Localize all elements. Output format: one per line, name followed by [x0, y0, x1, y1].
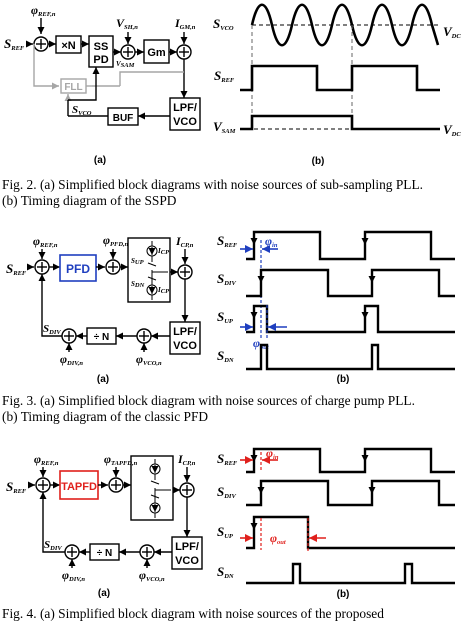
fig4b-s-div-label: SDIV: [217, 484, 236, 500]
fig2a-sspd-line2: PD: [93, 54, 108, 66]
fig4b-phi-out-label: φout: [270, 531, 286, 546]
fig3b-s-up-label: SUP: [217, 309, 234, 325]
fig4b-s-ref-label: SREF: [217, 451, 238, 467]
fig2a-s-ref-label: SREF: [4, 36, 25, 52]
fig4a-divider-text: ÷ N: [97, 548, 113, 559]
fig4a-i-cp-label: ICP,n: [177, 452, 196, 467]
fig2b-v-sam-waveform: [240, 114, 440, 131]
fig3a-lpf-text: LPF/: [173, 326, 197, 338]
fig3-caption-line2: (b) Timing diagram of the classic PFD: [2, 409, 209, 424]
fig3b-s-up-waveform: [246, 304, 455, 334]
fig3-block-diagram: φREF,n SREF PFD φPFD,n SUP SDN ICP ICP I…: [6, 233, 201, 385]
fig3a-phi-pfd-label: φPFD,n: [103, 233, 129, 248]
fig2b-v-sam-label: VSAM: [213, 119, 236, 135]
fig4a-phi-div-label: φDIV,n: [62, 568, 85, 583]
fig2a-v-sam-label: VSAM: [116, 60, 135, 69]
fig3b-phi-in-label: φin: [265, 234, 278, 249]
fig3a-pfd-text: PFD: [66, 262, 90, 276]
fig3a-i-cp-top-label: ICP: [157, 247, 170, 256]
fig4a-phi-vco-label: φVCO,n: [139, 568, 165, 583]
fig4a-lpf-text: LPF/: [175, 541, 199, 553]
fig3a-i-cp-bot-label: ICP: [157, 286, 170, 295]
fig3b-phi-out-label: φout: [253, 336, 269, 351]
fig4b-s-dn-waveform: [246, 562, 455, 585]
fig2b-s-ref-waveform: [240, 64, 440, 92]
fig2a-gm-text: Gm: [147, 47, 166, 59]
fig4b-phi-in-label: φin: [266, 446, 279, 461]
fig2a-lpf-text: LPF/: [173, 102, 197, 114]
fig3a-s-up-label: SUP: [131, 257, 145, 266]
fig4-timing-diagram: SREF φin SDIV SUP φout SDN (b): [217, 446, 455, 600]
fig4a-s-div-label: SDIV: [44, 539, 62, 552]
fig2a-buf-text: BUF: [113, 113, 134, 124]
fig3a-i-cp-label: ICP,n: [175, 234, 194, 249]
fig2a-times-n-text: ×N: [61, 40, 75, 52]
fig4a-vco-text: VCO: [175, 555, 199, 567]
fig3a-vco-text: VCO: [173, 340, 197, 352]
fig4a-s-ref-label: SREF: [6, 479, 27, 495]
fig3b-s-ref-label: SREF: [217, 233, 238, 249]
fig2-timing-diagram: SVCO VDC SREF VSAM VDC (b): [213, 3, 461, 167]
fig2a-i-gm-label: IGM,n: [174, 16, 196, 31]
fig3b-s-dn-waveform: [246, 343, 455, 371]
fig4a-tapfd-text: TAPFD: [61, 481, 97, 493]
fig4b-s-up-waveform: [246, 515, 455, 550]
fig2a-s-vco-label: SVCO: [72, 104, 92, 117]
fig3b-s-ref-waveform: [246, 230, 455, 261]
fig3a-phi-div-label: φDIV,n: [60, 352, 83, 367]
fig2-caption-line1: Fig. 2. (a) Simplified block diagrams wi…: [2, 177, 424, 192]
fig4b-panel-label: (b): [337, 589, 350, 600]
fig3-timing-diagram: SREF φin SDIV SUP φout SDN (b): [217, 230, 455, 385]
fig3a-lpf-vco-block: [169, 321, 201, 355]
fig2a-sspd-line1: SS: [94, 41, 109, 53]
fig3a-charge-pump-block: [127, 237, 171, 303]
fig3b-s-dn-label: SDN: [217, 348, 234, 364]
fig2b-vco-sine: [250, 3, 440, 47]
fig2b-v-dc-label-2: VDC: [443, 122, 461, 138]
fig4b-s-div-waveform: [246, 479, 455, 507]
fig4a-lpf-vco-block: [171, 536, 203, 570]
fig2b-s-ref-label: SREF: [214, 68, 235, 84]
fig3b-s-div-waveform: [246, 268, 455, 298]
fig3b-s-div-label: SDIV: [217, 271, 236, 287]
fig3a-s-ref-label: SREF: [6, 261, 27, 277]
fig3a-divider-text: ÷ N: [94, 332, 110, 343]
fig2a-vco-text: VCO: [173, 116, 197, 128]
fig4b-s-up-label: SUP: [217, 524, 234, 540]
fig3a-phi-vco-label: φVCO,n: [136, 352, 162, 367]
fig3a-panel-label: (a): [97, 374, 109, 385]
fig2-caption-line2: (b) Timing diagram of the SSPD: [2, 193, 177, 208]
fig4a-phi-tapfd-label: φTAPFD,n: [104, 452, 138, 467]
fig2a-fll-text: FLL: [64, 82, 82, 93]
fig3a-pfd-block: [59, 254, 97, 282]
fig4-caption-line1: Fig. 4. (a) Simplified block diagram wit…: [2, 606, 384, 621]
fig3b-panel-label: (b): [337, 374, 350, 385]
fig2a-v-sh-label: VSH,n: [116, 16, 138, 31]
fig4a-panel-label: (a): [98, 588, 110, 599]
fig2a-panel-label: (a): [94, 155, 106, 166]
fig4-block-diagram: φREF,n SREF TAPFD φTAPFD,n ICP,n LPF/ VC…: [6, 452, 203, 599]
fig2b-v-dc-label-1: VDC: [443, 24, 461, 40]
fig3-caption-line1: Fig. 3. (a) Simplified block diagram wit…: [2, 393, 415, 408]
fig2b-panel-label: (b): [312, 156, 325, 167]
fig3a-s-dn-label: SDN: [131, 280, 145, 289]
fig2b-s-vco-label: SVCO: [213, 16, 234, 32]
fig4a-phi-ref-label: φREF,n: [34, 452, 59, 467]
fig2-block-diagram: φREF,n SREF ×N SS PD VSH,n VSAM Gm IGM,n…: [4, 3, 201, 166]
fig2a-lpf-vco-block: [169, 97, 201, 131]
fig4b-s-dn-label: SDN: [217, 564, 234, 580]
fig2a-phi-ref-label: φREF,n: [31, 3, 56, 18]
fig3a-phi-ref-label: φREF,n: [33, 234, 58, 249]
fig3a-s-div-label: SDIV: [43, 323, 61, 336]
